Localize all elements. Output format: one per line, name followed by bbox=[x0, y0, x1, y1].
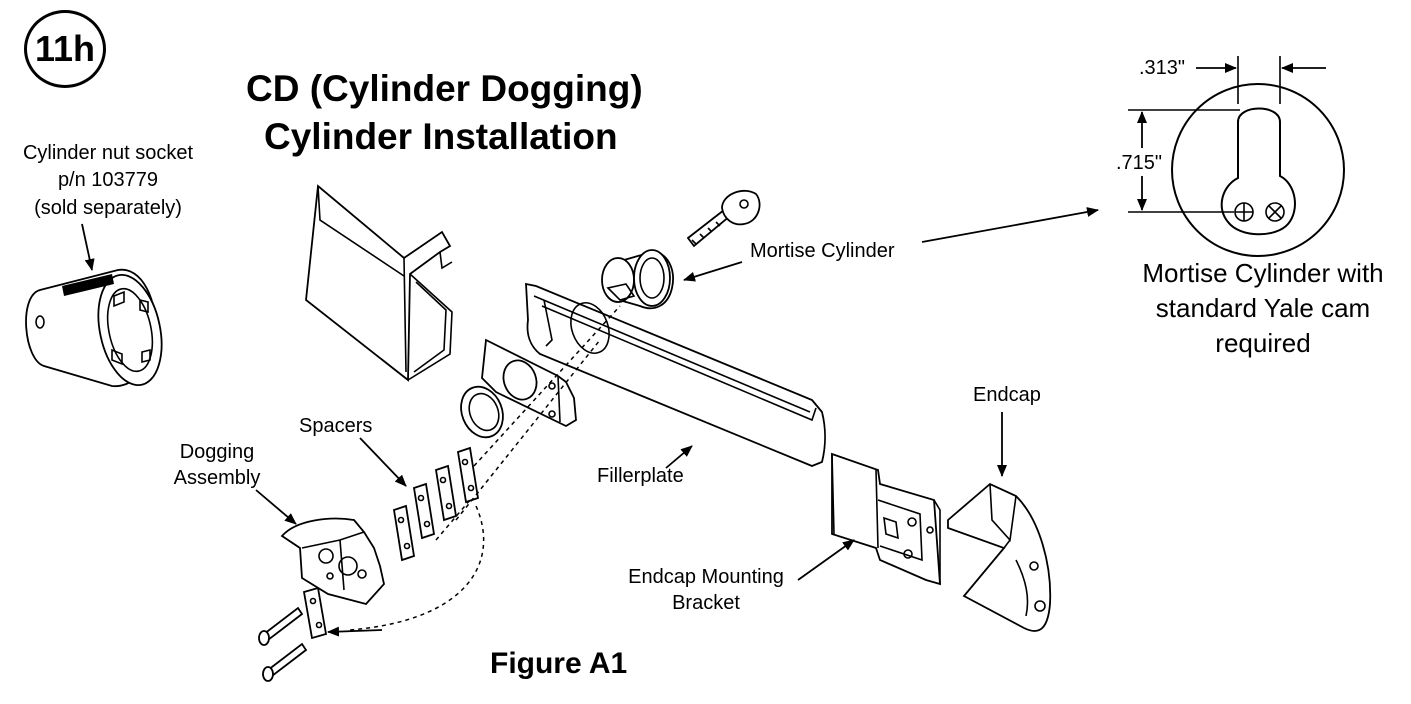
socket-label-line-3: (sold separately) bbox=[34, 197, 182, 219]
dimension-height: .715" bbox=[1116, 152, 1163, 174]
leader-mortise-cylinder bbox=[683, 261, 743, 282]
dogging-assembly-label-line-1: Dogging bbox=[179, 441, 255, 463]
cylinder-nut-socket-drawing bbox=[25, 269, 163, 387]
alignment-line-2 bbox=[455, 339, 601, 521]
alignment-line-3 bbox=[435, 499, 471, 541]
mortise-cylinder-label: Mortise Cylinder bbox=[750, 240, 895, 262]
detail-caption-line-2: standard Yale cam bbox=[1155, 293, 1371, 323]
spacers-drawing bbox=[302, 446, 480, 640]
title-line-2: Cylinder Installation bbox=[264, 116, 618, 157]
mortise-cylinder-drawing bbox=[601, 249, 674, 310]
leader-to-detail bbox=[921, 207, 1099, 243]
socket-label-line-2: p/n 103779 bbox=[57, 169, 159, 191]
leader-spacers bbox=[359, 437, 407, 487]
dogging-assembly-drawing bbox=[280, 517, 385, 606]
figure-caption: Figure A1 bbox=[490, 647, 628, 680]
endcap-drawing bbox=[947, 482, 1052, 632]
dogging-assembly-label-line-2: Assembly bbox=[173, 467, 261, 489]
key-drawing bbox=[686, 189, 761, 248]
endcap-label: Endcap bbox=[973, 384, 1041, 406]
leader-fillerplate bbox=[665, 445, 693, 469]
page-badge: 11h bbox=[24, 10, 106, 88]
detail-caption-line-3: required bbox=[1215, 328, 1311, 358]
endcap-bracket-label-line-2: Bracket bbox=[672, 592, 740, 614]
spacers-label: Spacers bbox=[299, 415, 373, 437]
leader-socket bbox=[81, 223, 95, 271]
leader-bottom-spacer bbox=[327, 626, 383, 637]
dimension-width: .313" bbox=[1139, 57, 1186, 79]
socket-label-line-1: Cylinder nut socket bbox=[22, 142, 194, 164]
leader-dogging-assembly bbox=[255, 489, 297, 525]
screws-drawing bbox=[258, 606, 308, 682]
endcap-bracket-label-line-1: Endcap Mounting bbox=[628, 566, 784, 588]
alignment-arc bbox=[349, 505, 485, 631]
leader-endcap-bracket bbox=[797, 539, 855, 581]
cylinder-plate-drawing bbox=[481, 338, 577, 428]
fillerplate-drawing bbox=[525, 282, 826, 467]
detail-caption-line-1: Mortise Cylinder with bbox=[1142, 258, 1384, 288]
frame-channel-drawing bbox=[305, 184, 453, 382]
fillerplate-label: Fillerplate bbox=[597, 465, 684, 487]
title-line-1: CD (Cylinder Dogging) bbox=[246, 68, 643, 109]
endcap-bracket-drawing bbox=[831, 452, 941, 586]
cylinder-detail-drawing bbox=[1128, 56, 1345, 257]
cylinder-nut-drawing bbox=[460, 385, 504, 439]
